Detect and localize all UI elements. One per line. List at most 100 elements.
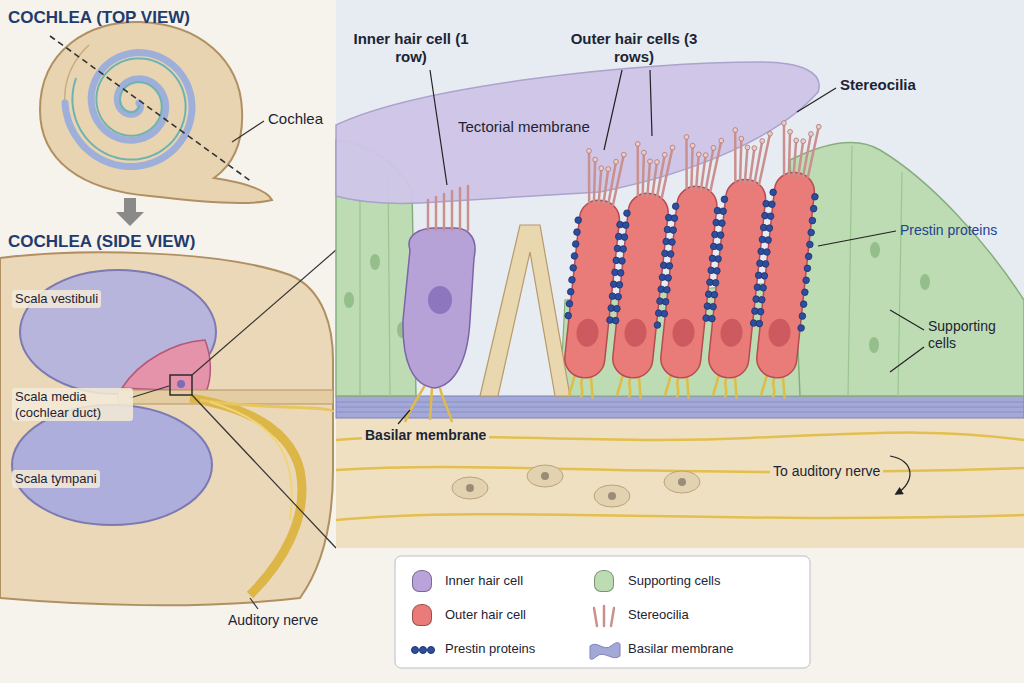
inner-hair-cell — [403, 228, 475, 388]
outer-hair-cell — [575, 217, 582, 224]
outer-hair-cell — [613, 159, 618, 164]
part-label: Inner hair cell (1 row) — [352, 30, 470, 66]
part-label: To auditory nerve — [770, 462, 883, 481]
outer-hair-cell — [718, 220, 725, 227]
outer-hair-cell — [563, 198, 621, 379]
outer-hair-cell — [671, 215, 678, 222]
outer-hair-cell — [613, 154, 624, 205]
outer-hair-cell — [662, 147, 673, 198]
outer-hair-cell — [710, 140, 721, 191]
outer-hair-cell — [711, 291, 718, 298]
side-view-cochlea — [190, 398, 302, 595]
outer-hair-cell — [733, 127, 738, 132]
outer-hair-cell — [623, 210, 630, 217]
supporting-cells — [790, 143, 1024, 396]
outer-hair-cell — [620, 245, 627, 252]
outer-hair-cell — [565, 312, 572, 319]
supporting-cells — [370, 254, 380, 270]
legend-swatch — [412, 604, 432, 626]
leader-line — [650, 70, 652, 136]
outer-hair-cell — [684, 134, 689, 139]
leader-line — [232, 121, 264, 142]
outer-hair-cell — [745, 145, 750, 150]
inner-hair-cell — [443, 194, 446, 230]
outer-hair-cell — [635, 141, 640, 146]
nerve-layer — [541, 472, 549, 480]
outer-hair-cell — [654, 321, 661, 328]
outer-hair-cell — [749, 120, 826, 400]
outer-hair-cell — [767, 213, 774, 220]
nerve-layer — [527, 465, 563, 487]
top-view-cochlea — [65, 53, 192, 167]
part-label: Basilar membrane — [362, 426, 489, 445]
side-view-cochlea — [177, 380, 185, 388]
outer-hair-cell — [621, 233, 628, 240]
outer-hair-cell — [593, 157, 598, 162]
outer-hair-cell — [808, 229, 815, 236]
legend-frame — [395, 556, 810, 668]
part-label: Supporting cells — [928, 318, 1018, 352]
part-label: Outer hair cells (3 rows) — [570, 30, 698, 66]
inner-hair-cell — [405, 385, 452, 422]
outer-hair-cell — [720, 208, 727, 215]
outer-hair-cell — [808, 131, 813, 136]
zoom-box — [170, 375, 192, 395]
part-label: Tectorial membrane — [458, 118, 590, 136]
panel-heading: COCHLEA (SIDE VIEW) — [8, 232, 195, 252]
outer-hair-cell — [598, 168, 603, 203]
supporting-cells — [920, 274, 930, 290]
side-view-cochlea — [0, 252, 333, 605]
outer-hair-cell — [567, 288, 574, 295]
outer-hair-cell — [701, 155, 706, 190]
outer-hair-cell — [652, 162, 657, 197]
outer-hair-cell — [761, 272, 768, 279]
stereocilia-sample — [594, 606, 614, 626]
outer-hair-cell — [557, 120, 826, 400]
outer-hair-cell — [623, 318, 648, 348]
outer-hair-cell — [715, 255, 722, 262]
nerve-layer — [664, 471, 700, 493]
prestin-sample — [412, 647, 435, 654]
basilar-membrane — [336, 396, 1024, 418]
outer-hair-cell — [570, 264, 577, 271]
legend-text: Prestin proteins — [445, 641, 535, 657]
outer-hair-cell — [670, 145, 675, 150]
outer-hair-cell — [711, 145, 716, 150]
outer-hair-cell — [762, 260, 769, 267]
basilar-membrane — [336, 412, 1024, 413]
side-view-cochlea — [122, 340, 210, 392]
outer-hair-cell — [760, 138, 765, 143]
inner-hair-cell — [459, 188, 462, 230]
part-label: Scala media (cochlear duct) — [12, 388, 133, 421]
outer-hair-cell — [757, 308, 764, 315]
outer-hair-cell — [739, 136, 744, 141]
legend-text: Inner hair cell — [445, 573, 523, 589]
outer-hair-cell — [654, 159, 659, 164]
leader-line — [398, 410, 410, 424]
outer-hair-cell — [573, 228, 580, 235]
outer-hair-cell — [804, 265, 811, 272]
outer-hair-cell — [703, 152, 708, 157]
outer-hair-cell — [568, 276, 575, 283]
inner-hair-cell — [428, 286, 452, 314]
outer-hair-cell — [763, 248, 770, 255]
outer-hair-cell — [809, 217, 816, 224]
outer-hair-cell — [713, 267, 720, 274]
basilar-membrane — [336, 396, 1024, 418]
basilar-sample — [590, 643, 620, 660]
outer-hair-cell — [572, 240, 579, 247]
outer-hair-cell — [816, 124, 821, 129]
outer-hair-cell — [768, 201, 775, 208]
basilar-membrane — [336, 402, 1024, 403]
part-label: Stereocilia — [840, 76, 916, 94]
side-view-cochlea — [210, 402, 292, 520]
nerve-layer — [594, 485, 630, 507]
leader-line — [890, 310, 924, 330]
outer-hair-cell — [721, 196, 728, 203]
outer-hair-cell — [661, 310, 668, 317]
leader-line — [890, 456, 910, 494]
zoom-line — [192, 250, 336, 375]
leader-line — [890, 347, 924, 372]
outer-hair-cell — [575, 318, 600, 348]
outer-hair-cell — [672, 203, 679, 210]
